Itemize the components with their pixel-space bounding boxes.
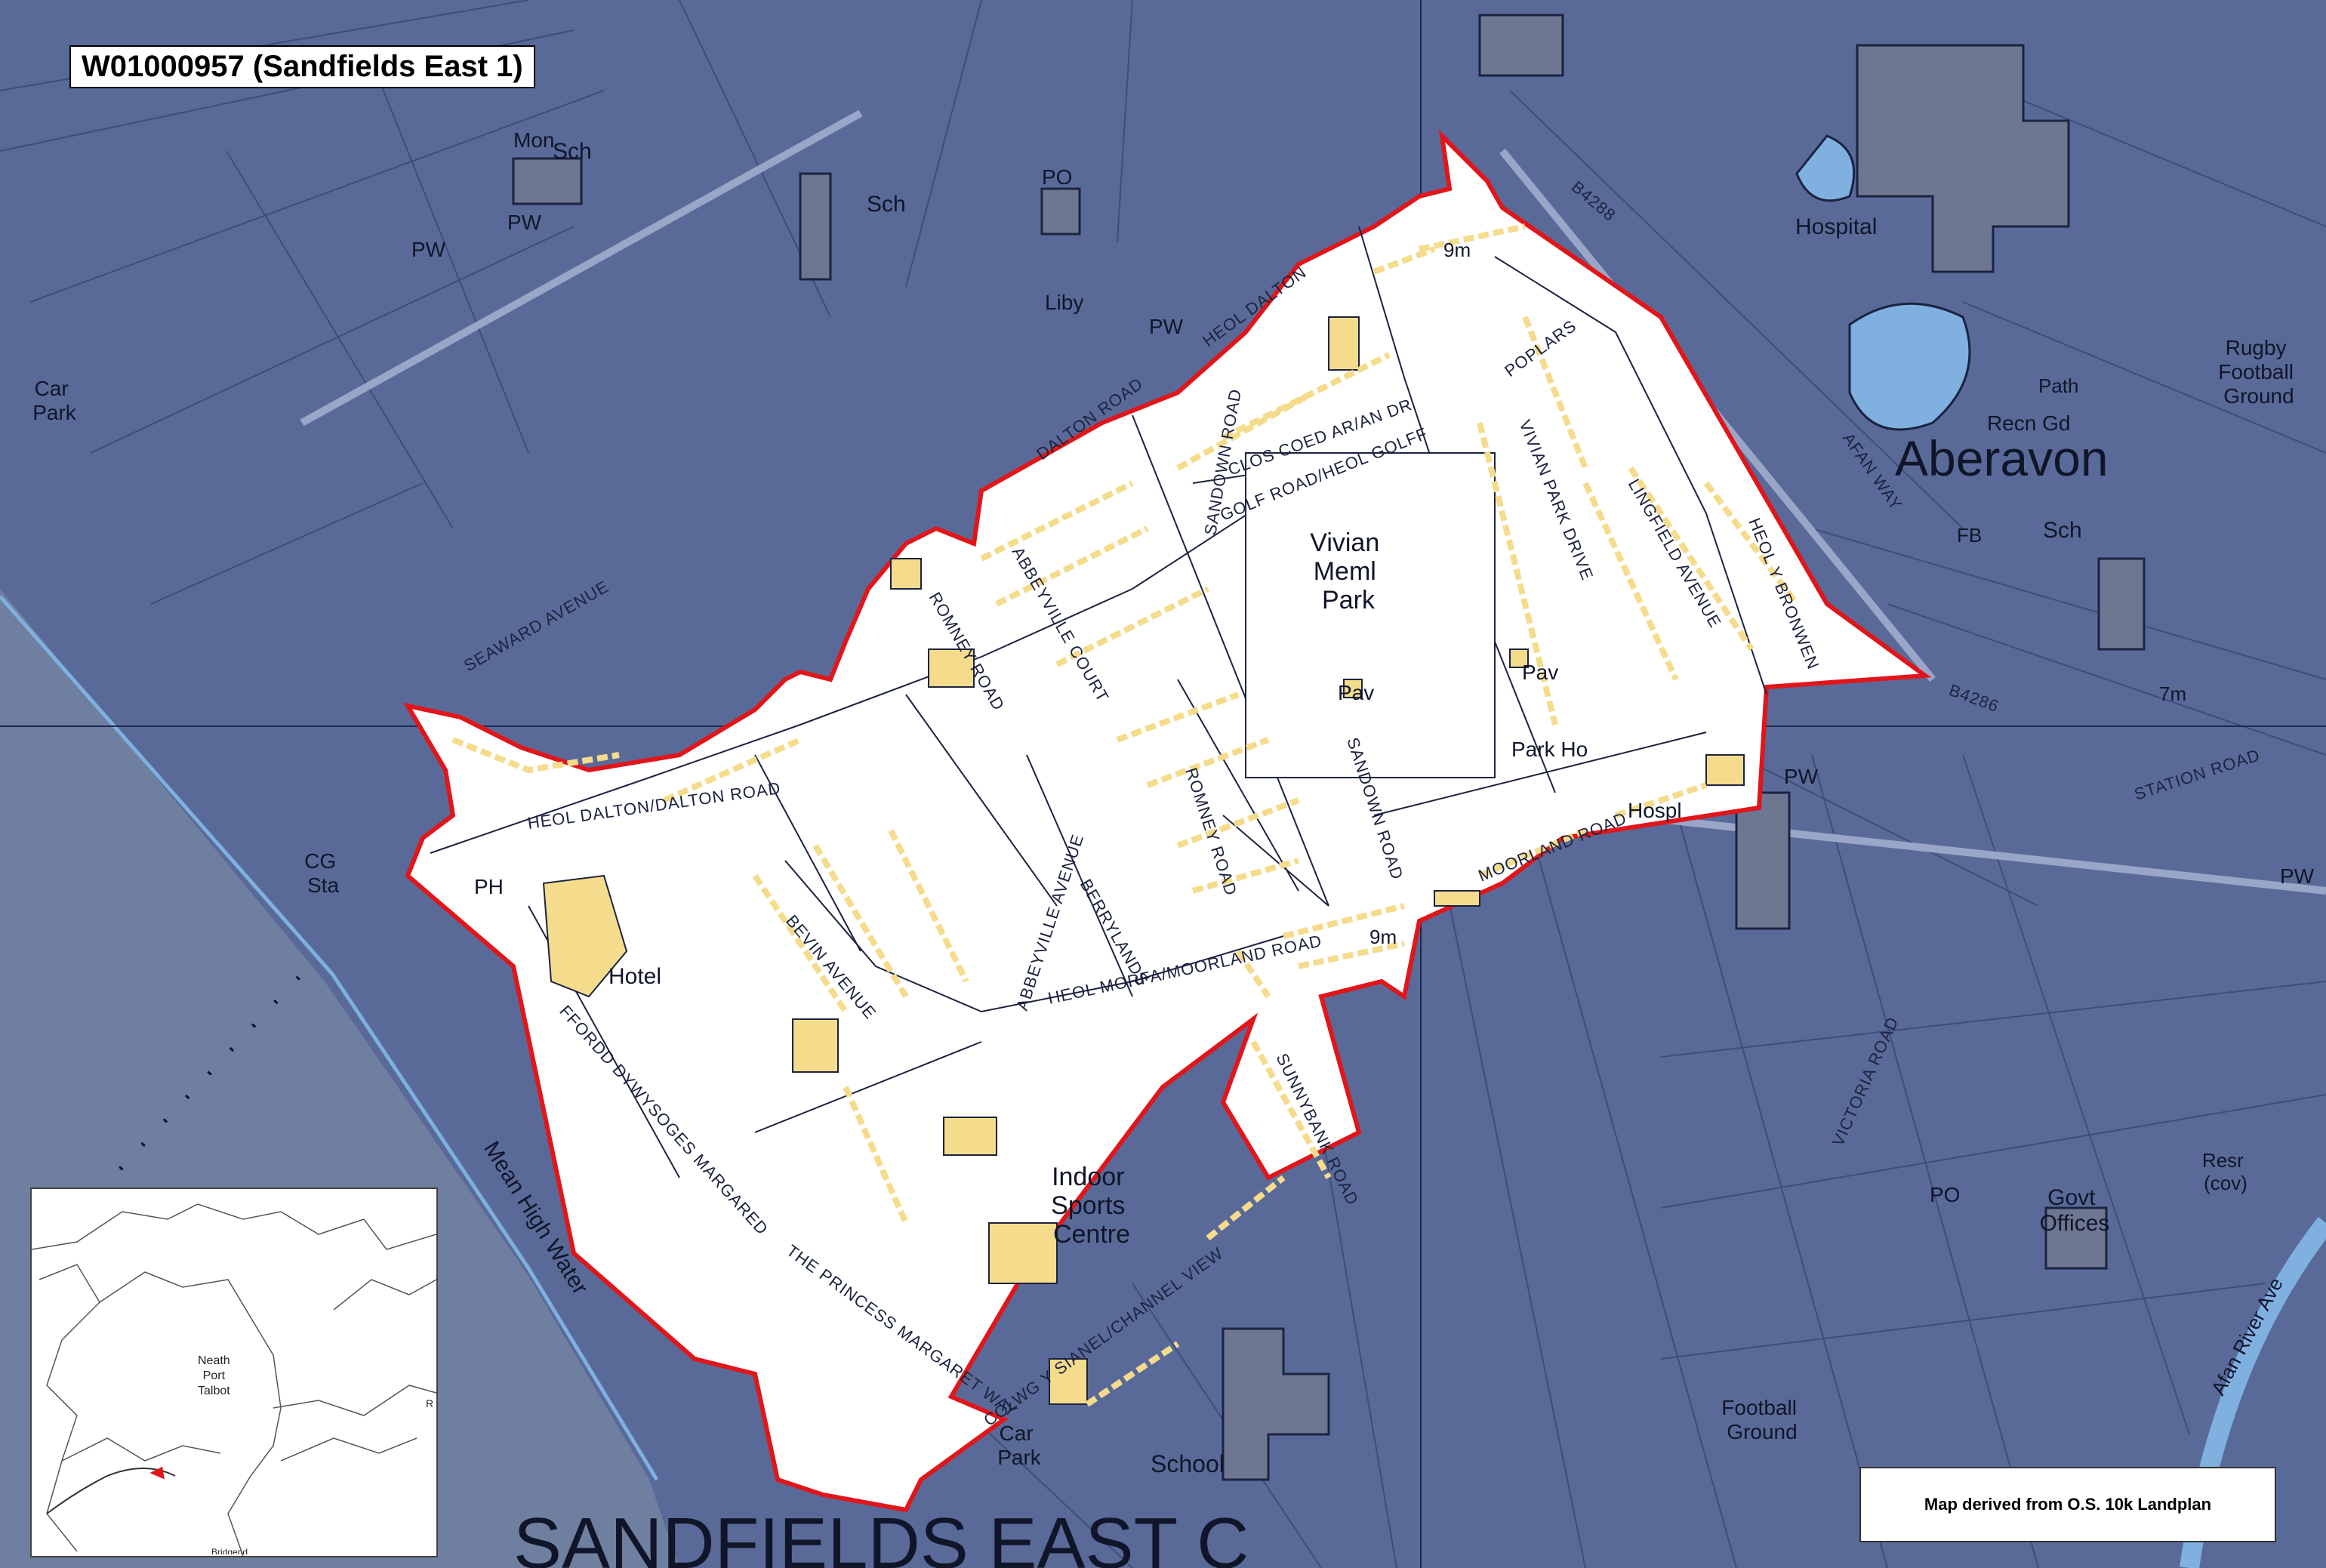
inset-letter: R xyxy=(426,1397,434,1409)
label-mon: Mon xyxy=(513,128,554,152)
label-9m-bottom: 9m xyxy=(1369,926,1397,948)
car-park-left-line-1: Car xyxy=(35,377,69,400)
resr-line-2: (cov) xyxy=(2204,1172,2247,1194)
label-resr: Resr (cov) xyxy=(2202,1149,2249,1194)
label-9m-top: 9m xyxy=(1443,239,1471,261)
label-sch-3: Sch xyxy=(2043,518,2082,543)
label-indoor-sports: Indoor Sports Centre xyxy=(1051,1163,1132,1249)
map-title: W01000957 (Sandfields East 1) xyxy=(69,45,535,88)
label-rugby: Rugby Football Ground xyxy=(2218,336,2299,408)
label-po-1: PO xyxy=(1042,165,1072,189)
label-ph: PH xyxy=(474,875,504,898)
vivian-park-line-3: Park xyxy=(1322,586,1376,615)
label-car-park-left: Car Park xyxy=(32,377,77,424)
resr-line-1: Resr xyxy=(2202,1149,2244,1172)
inset-map: Neath Port Talbot R Bridgend xyxy=(30,1188,438,1557)
inset-boundaries xyxy=(31,1203,437,1557)
label-pw-4: PW xyxy=(1784,765,1819,788)
inset-region-label: Neath Port Talbot xyxy=(198,1354,230,1397)
vivian-park-line-1: Vivian xyxy=(1310,528,1379,557)
label-pw-3: PW xyxy=(1149,315,1184,338)
credit-box: Map derived from O.S. 10k Landplan xyxy=(1859,1467,2276,1542)
label-park-ho: Park Ho xyxy=(1511,738,1588,761)
coastline xyxy=(0,595,659,1481)
label-pw-5: PW xyxy=(2280,864,2315,888)
football-line-1: Football xyxy=(1721,1396,1797,1419)
cg-sta-line-2: Sta xyxy=(307,873,339,897)
inset-ward-marker xyxy=(149,1466,165,1480)
football-line-2: Ground xyxy=(1727,1420,1797,1443)
credit-text: Map derived from O.S. 10k Landplan xyxy=(1924,1495,2212,1514)
indoor-sports-line-2: Sports xyxy=(1051,1191,1125,1220)
label-school: School xyxy=(1151,1450,1225,1477)
label-football: Football Ground xyxy=(1721,1396,1802,1443)
label-sch-1: Sch xyxy=(553,139,592,164)
car-park-bottom-line-1: Car xyxy=(1000,1422,1034,1445)
label-vivian-park: Vivian Meml Park xyxy=(1310,528,1386,615)
label-path: Path xyxy=(2038,374,2079,397)
label-liby: Liby xyxy=(1045,291,1083,314)
label-7m: 7m xyxy=(2159,682,2186,705)
label-cg-sta: CG Sta xyxy=(304,849,342,897)
vivian-park xyxy=(1245,452,1496,778)
car-park-bottom-line-2: Park xyxy=(997,1446,1042,1469)
car-park-left-line-2: Park xyxy=(32,401,77,424)
indoor-sports-line-3: Centre xyxy=(1053,1220,1130,1249)
label-govt-offices: Govt Offices xyxy=(2040,1185,2110,1236)
label-fb: FB xyxy=(1957,524,1982,547)
vivian-park-line-2: Meml xyxy=(1314,557,1376,586)
inset-outline-svg xyxy=(31,1203,437,1557)
inset-bottom-label: Bridgend xyxy=(211,1547,248,1554)
label-pw-1: PW xyxy=(507,211,542,234)
label-hospital: Hospital xyxy=(1795,214,1877,239)
multiline-labels: Vivian Meml Park Indoor Sports Centre Ru… xyxy=(32,336,2299,1469)
label-pav-2: Pav xyxy=(1522,661,1558,684)
govt-offices-line-2: Offices xyxy=(2040,1211,2110,1236)
label-hotel: Hotel xyxy=(608,964,661,989)
label-aberavon: Aberavon xyxy=(1895,430,2109,486)
label-sch-2: Sch xyxy=(867,192,906,217)
cg-sta-line-1: CG xyxy=(304,849,336,873)
label-pav-1: Pav xyxy=(1338,681,1374,704)
label-car-park-bottom: Car Park xyxy=(997,1422,1042,1469)
rugby-line-1: Rugby xyxy=(2226,336,2287,359)
terrace-buildings xyxy=(451,223,1800,1407)
rugby-line-3: Ground xyxy=(2223,384,2294,408)
inset-coast xyxy=(46,1468,176,1514)
govt-offices-line-1: Govt xyxy=(2047,1185,2096,1210)
ward-buildings xyxy=(542,316,1745,1405)
label-hospl: Hospl xyxy=(1628,799,1682,822)
indoor-sports-line-1: Indoor xyxy=(1052,1163,1124,1191)
label-recn-gd: Recn Gd xyxy=(1987,411,2071,435)
lake xyxy=(1848,302,1971,431)
label-sandfields-east: SANDFIELDS EAST C xyxy=(513,1503,1249,1568)
label-pw-2: PW xyxy=(411,238,446,261)
pond xyxy=(1795,134,1856,202)
label-po-2: PO xyxy=(1930,1183,1960,1206)
rugby-line-2: Football xyxy=(2218,360,2294,384)
